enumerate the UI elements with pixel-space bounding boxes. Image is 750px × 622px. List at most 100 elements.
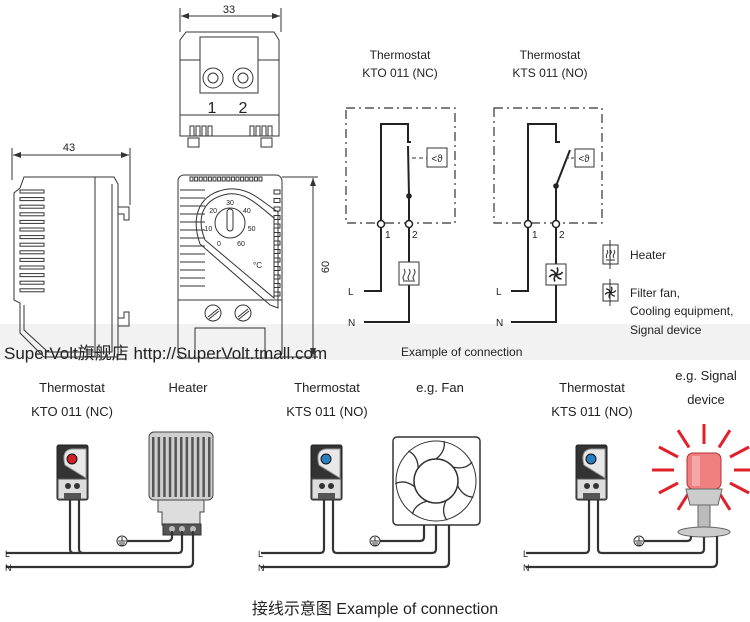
heater-fin — [202, 437, 205, 497]
vent-slot — [19, 204, 45, 209]
light-ray — [658, 481, 679, 495]
thermostat-device — [310, 444, 343, 501]
legend-heater-icon — [602, 240, 619, 269]
terminal-2-label: 2 — [239, 100, 248, 117]
schematic-model: KTO 011 (NC) — [362, 66, 438, 80]
thermostat-device — [575, 444, 608, 501]
signal-light-device — [652, 424, 750, 538]
legend-fan-icon — [602, 279, 619, 306]
vent-slot — [273, 240, 281, 246]
legend-fan-label-2: Cooling equipment, — [630, 304, 733, 318]
vent-slot — [273, 291, 281, 297]
vent-slot — [249, 176, 254, 182]
vent-slot — [19, 235, 45, 240]
front-screw-2 — [234, 304, 252, 322]
vent-slot — [244, 176, 249, 182]
vent-slot — [212, 176, 217, 182]
front-screw-1 — [204, 304, 222, 322]
vent-slot — [19, 219, 45, 224]
load-label: e.g. Signal — [675, 368, 737, 383]
caption: 接线示意图 Example of connection — [252, 599, 498, 618]
terminal-2 — [232, 67, 254, 89]
light-ray — [676, 429, 691, 449]
heater-icon — [398, 261, 420, 286]
dial-scale-label: 0 — [217, 241, 221, 248]
vent-slot — [253, 176, 258, 182]
fan-blade — [411, 500, 428, 515]
vent-slot — [273, 198, 281, 203]
vent-slot — [226, 176, 231, 182]
wiring-title: Thermostat — [294, 380, 360, 395]
vent-slot — [189, 176, 194, 182]
wiring-model: KTO 011 (NC) — [31, 404, 113, 419]
vent-slot — [273, 232, 281, 237]
dial-scale-label: 10 — [204, 226, 212, 233]
vent-slot — [198, 176, 203, 182]
heater-fin — [174, 437, 177, 497]
unit-label: °C — [253, 261, 262, 270]
legend-fan-label-3: Signal device — [630, 323, 702, 337]
wiring-fan: Thermostat KTS 011 (NO) e.g. Fan L N — [258, 380, 481, 573]
vent-slot — [189, 125, 195, 137]
line-n-label: N — [5, 563, 12, 573]
vent-slot — [273, 223, 281, 229]
vent-slot — [273, 274, 281, 280]
vent-slot — [19, 189, 45, 194]
vent-slot — [249, 125, 255, 137]
vent-slot — [195, 125, 201, 137]
legend-heater-label: Heater — [630, 248, 666, 262]
vent-slot — [19, 197, 45, 202]
light-ray — [729, 481, 750, 495]
load-label: e.g. Fan — [416, 380, 464, 395]
vent-slot — [273, 283, 281, 288]
heater-fin — [152, 437, 155, 497]
wiring-signal-device: Thermostat KTS 011 (NO) e.g. Signal devi… — [523, 368, 750, 573]
vent-slot — [230, 176, 235, 182]
wiring-heater: Thermostat KTO 011 (NC) Heater L N — [5, 380, 214, 573]
vent-slot — [217, 176, 222, 182]
vent-slot — [255, 125, 261, 137]
line-l-label: L — [5, 549, 10, 559]
vent-slot — [261, 125, 267, 137]
top-view: 33 1 2 — [179, 4, 282, 148]
dial-scale-label: 40 — [243, 208, 251, 215]
vent-slot — [194, 176, 199, 182]
fan-blade — [435, 440, 445, 460]
legend-fan-label-1: Filter fan, — [630, 286, 680, 300]
depth-dimension-label: 43 — [63, 142, 75, 154]
schematic-kts-no: Thermostat KTS 011 (NO) <ϑ 1 2 L N — [493, 48, 603, 329]
vent-slot — [273, 257, 281, 263]
vent-slot — [207, 125, 213, 137]
ground-symbol — [116, 535, 128, 547]
line-l-label: L — [496, 287, 502, 298]
schematic-kto-nc: Thermostat KTO 011 (NC) <ϑ 1 2 L N — [345, 48, 456, 329]
ground-symbol — [633, 535, 645, 547]
watermark-band — [0, 324, 750, 360]
heater-fin — [180, 437, 183, 497]
vent-slot — [201, 125, 207, 137]
terminal-1-label: 1 — [208, 100, 217, 117]
thermostat-knob — [66, 453, 78, 465]
temperature-sensor-symbol: <ϑ — [578, 154, 590, 165]
vent-slot — [273, 249, 281, 254]
fan-blade — [452, 461, 473, 469]
terminal-2-label: 2 — [559, 230, 565, 241]
dial-scale-label: 20 — [209, 208, 217, 215]
terminal-1 — [202, 67, 224, 89]
heater-fin — [185, 437, 189, 497]
wiring-title: Thermostat — [39, 380, 105, 395]
load-label: device — [687, 392, 725, 407]
vent-slot — [235, 176, 240, 182]
terminal-1-label: 1 — [532, 230, 538, 241]
line-n-label: N — [496, 318, 503, 329]
heater-fin — [163, 437, 166, 497]
vent-slot — [19, 280, 45, 285]
legend: Heater Filter fan, Cooling equipment, Si… — [602, 240, 733, 337]
vent-slot — [19, 212, 45, 217]
temperature-sensor-symbol: <ϑ — [431, 154, 443, 165]
line-l-label: L — [523, 549, 528, 559]
vent-slot — [19, 257, 45, 262]
line-l-label: L — [258, 549, 263, 559]
